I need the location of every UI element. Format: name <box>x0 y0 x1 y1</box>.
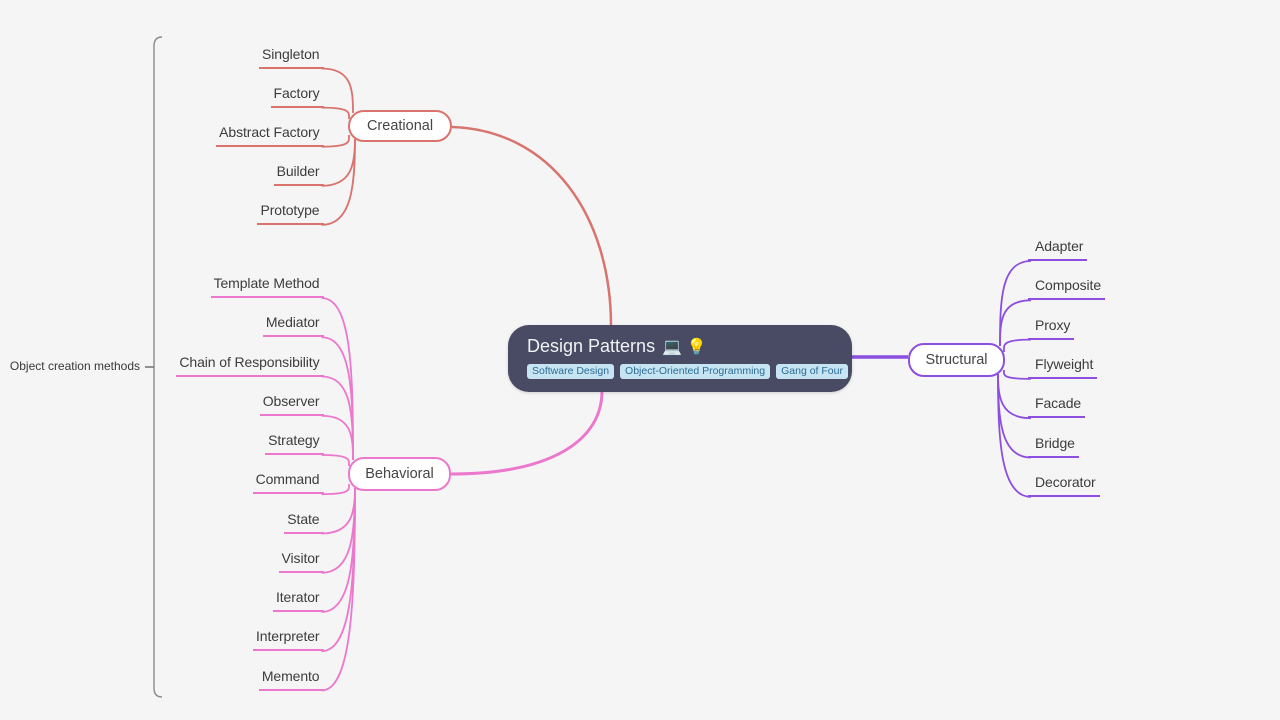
leaf-link-creational-4 <box>321 138 356 226</box>
leaf-node-iterator[interactable]: Iterator <box>272 588 324 612</box>
laptop-bulb-emoji-icon: 💻 💡 <box>662 339 707 356</box>
leaf-node-composite[interactable]: Composite <box>1028 276 1106 301</box>
leaf-node-command[interactable]: Command <box>252 470 324 495</box>
root-link-behavioral <box>450 390 604 476</box>
leaf-link-behavioral-5 <box>321 483 350 496</box>
leaf-node-memento[interactable]: Memento <box>258 667 324 691</box>
leaf-node-strategy[interactable]: Strategy <box>265 431 324 455</box>
branch-node-creational[interactable]: Creational <box>348 110 452 142</box>
summary-bracket <box>153 36 163 698</box>
leaf-node-factory[interactable]: Factory <box>270 84 324 108</box>
root-link-creational <box>451 125 613 327</box>
leaf-node-observer[interactable]: Observer <box>259 392 324 416</box>
leaf-link-structural-6 <box>997 373 1032 498</box>
leaf-link-behavioral-10 <box>321 487 356 692</box>
leaf-node-interpreter[interactable]: Interpreter <box>253 627 324 652</box>
leaf-link-structural-2 <box>1003 338 1032 353</box>
branch-node-structural[interactable]: Structural <box>908 343 1005 377</box>
leaf-node-chain-of-responsibility[interactable]: Chain of Responsibility <box>176 353 324 377</box>
leaf-node-bridge[interactable]: Bridge <box>1028 434 1079 458</box>
root-title: Design Patterns 💻 💡 <box>527 334 834 360</box>
root-title-text: Design Patterns <box>527 336 656 356</box>
leaf-node-prototype[interactable]: Prototype <box>257 201 324 225</box>
leaf-node-decorator[interactable]: Decorator <box>1028 473 1100 497</box>
leaf-link-creational-1 <box>321 106 350 120</box>
branch-node-behavioral[interactable]: Behavioral <box>348 457 451 491</box>
leaf-link-structural-1 <box>999 299 1032 347</box>
leaf-link-creational-2 <box>321 134 350 148</box>
leaf-node-abstract-factory[interactable]: Abstract Factory <box>216 123 324 147</box>
leaf-node-mediator[interactable]: Mediator <box>262 313 324 338</box>
root-tag-list: Software Design Object-Oriented Programm… <box>527 364 848 379</box>
leaf-link-behavioral-3 <box>321 414 354 461</box>
summary-label[interactable]: Object creation methods <box>9 359 140 373</box>
leaf-node-facade[interactable]: Facade <box>1028 394 1086 419</box>
leaf-node-state[interactable]: State <box>284 510 324 534</box>
leaf-link-structural-4 <box>997 373 1032 420</box>
root-node[interactable]: Design Patterns 💻 💡 Software Design Objec… <box>508 325 852 392</box>
leaf-node-adapter[interactable]: Adapter <box>1028 237 1088 261</box>
leaf-link-behavioral-0 <box>321 297 354 461</box>
leaf-node-proxy[interactable]: Proxy <box>1028 316 1075 340</box>
tag-oop: Object-Oriented Programming <box>620 364 771 379</box>
tag-gang-of-four: Gang of Four <box>776 364 848 379</box>
leaf-link-creational-0 <box>321 67 354 114</box>
tag-software-design: Software Design <box>527 364 615 379</box>
leaf-node-singleton[interactable]: Singleton <box>259 45 324 69</box>
leaf-node-visitor[interactable]: Visitor <box>278 549 324 573</box>
leaf-node-builder[interactable]: Builder <box>273 162 324 186</box>
leaf-link-structural-3 <box>1003 369 1032 380</box>
leaf-node-flyweight[interactable]: Flyweight <box>1028 355 1098 379</box>
leaf-node-template-method[interactable]: Template Method <box>210 274 324 298</box>
leaf-link-behavioral-4 <box>321 454 350 467</box>
